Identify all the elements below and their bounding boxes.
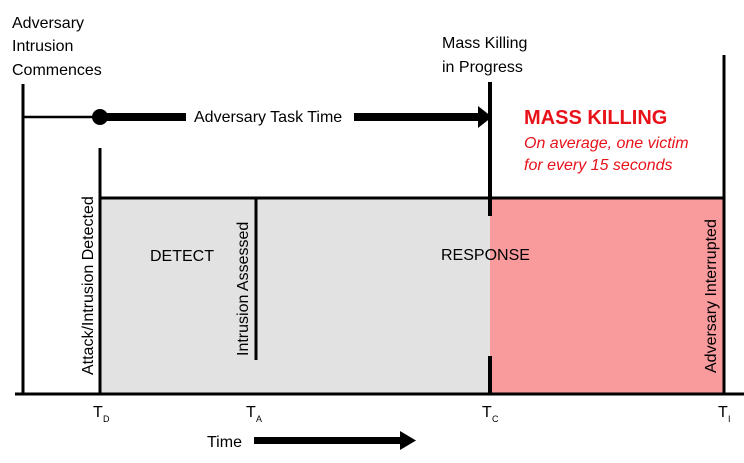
time-arrowhead [400, 431, 416, 450]
mass-killing-region [490, 198, 724, 394]
adversary-interrupted-label: Adversary Interrupted [703, 219, 720, 373]
intrusion-commences-label: Adversary Intrusion Commences [12, 15, 102, 79]
svg-text:C: C [492, 414, 499, 424]
svg-text:T: T [718, 404, 728, 421]
intrusion-assessed-label: Intrusion Assessed [235, 222, 252, 356]
adversary-task-time-label: Adversary Task Time [194, 109, 342, 126]
attack-detected-label: Attack/Intrusion Detected [80, 196, 97, 375]
task-time-arrowhead [478, 106, 492, 128]
tick-label-ta: T A [246, 404, 262, 424]
detect-response-region [101, 198, 490, 394]
mass-killing-in-progress-label: Mass Killing in Progress [442, 35, 532, 76]
tick-label-td: T D [93, 404, 110, 424]
time-arrow-shaft [254, 437, 402, 444]
task-time-bar-right [354, 113, 480, 121]
response-phase-label: RESPONSE [441, 247, 530, 264]
svg-text:D: D [103, 414, 110, 424]
tick-label-tc: T C [482, 404, 499, 424]
mass-killing-note: On average, one victim for every 15 seco… [524, 135, 693, 174]
svg-text:T: T [93, 404, 103, 421]
svg-text:I: I [728, 414, 731, 424]
tick-label-ti: T I [718, 404, 731, 424]
mass-killing-title: MASS KILLING [524, 107, 667, 129]
svg-text:T: T [246, 404, 256, 421]
svg-text:A: A [256, 414, 262, 424]
detect-phase-label: DETECT [150, 248, 214, 265]
svg-text:T: T [482, 404, 492, 421]
task-time-bar-left [100, 113, 186, 121]
time-label: Time [207, 434, 242, 451]
